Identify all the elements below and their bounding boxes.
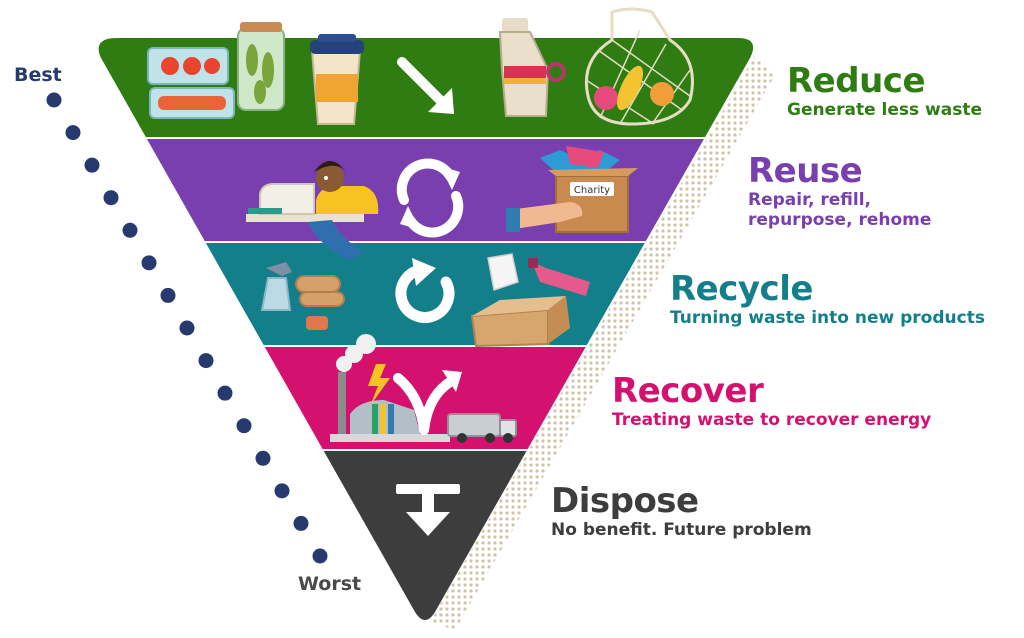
paper-scrap-illustration: [487, 253, 519, 291]
scale-dot: [103, 190, 119, 206]
dispose-subtitle: No benefit. Future problem: [551, 520, 812, 541]
scale-dot: [65, 125, 81, 141]
wine-bottle-illustration: [528, 258, 590, 296]
scale-dot: [122, 222, 138, 238]
best-to-worst-dots: [46, 92, 328, 564]
scale-dot: [84, 157, 100, 173]
scale-dot: [236, 418, 252, 434]
scale-dot: [274, 483, 290, 499]
worst-label: Worst: [298, 573, 362, 595]
reduce-label: Reduce Generate less waste: [787, 61, 983, 121]
recover-split-arrow-icon: [393, 370, 462, 435]
water-bottle-illustration: [498, 18, 566, 117]
cardboard-box-illustration: [470, 296, 570, 348]
reusable-cup-illustration: [310, 34, 364, 125]
reduce-subtitle: Generate less waste: [787, 100, 983, 121]
dispose-down-icon: [396, 484, 460, 536]
charity-label: Charity: [574, 185, 610, 196]
recycle-title: Recycle: [670, 269, 813, 309]
reuse-cycle-icon: [396, 158, 464, 238]
dispose-title: Dispose: [551, 481, 699, 521]
band-dispose: [98, 450, 754, 620]
best-label: Best: [14, 64, 62, 86]
scale-dot: [198, 353, 214, 369]
scale-dot: [179, 320, 195, 336]
band-reuse: [98, 138, 754, 242]
recover-title: Recover: [612, 371, 764, 411]
reuse-title: Reuse: [748, 151, 863, 191]
scale-dot: [312, 548, 328, 564]
scale-dot: [255, 450, 271, 466]
reduce-title: Reduce: [787, 61, 926, 101]
reuse-subtitle-line-1: Repair, refill,: [748, 190, 871, 211]
recycle-subtitle: Turning waste into new products: [670, 308, 985, 329]
dispose-label: Dispose No benefit. Future problem: [551, 481, 812, 541]
cardboard-tubes-illustration: [295, 275, 345, 330]
person-sewing-illustration: [246, 161, 379, 260]
reuse-subtitle-line-2: repurpose, rehome: [748, 209, 932, 230]
recover-subtitle: Treating waste to recover energy: [612, 410, 932, 431]
scale-dot: [217, 385, 233, 401]
reduce-arrow-icon: [397, 57, 454, 114]
food-containers-illustration: [147, 22, 285, 119]
power-plant-illustration: [330, 334, 450, 442]
scale-dot: [293, 515, 309, 531]
scale-dot: [46, 92, 62, 108]
charity-box-illustration: Charity: [506, 146, 638, 233]
spray-bottle-illustration: [260, 262, 292, 311]
recycle-label: Recycle Turning waste into new products: [670, 269, 985, 329]
scale-dot: [141, 255, 157, 271]
recover-label: Recover Treating waste to recover energy: [612, 371, 932, 431]
mesh-produce-bag-illustration: [584, 7, 694, 126]
triangle-shadow: [430, 55, 775, 630]
recycle-loop-icon: [395, 258, 455, 323]
reuse-label: Reuse Repair, refill, repurpose, rehome: [748, 151, 932, 230]
garbage-truck-illustration: [447, 413, 517, 443]
scale-dot: [160, 287, 176, 303]
